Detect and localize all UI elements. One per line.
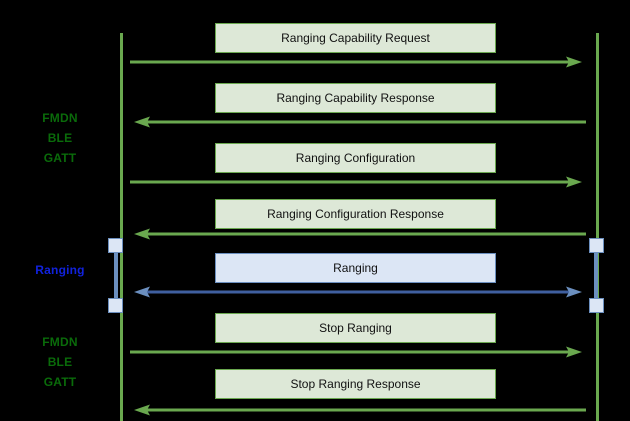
message-box-stop-ranging: Stop Ranging (215, 313, 496, 343)
message-box-ranging-configuration: Ranging Configuration (215, 143, 496, 173)
message-arrow-bidirectional-ranging (134, 286, 582, 298)
message-arrow-right-1 (130, 56, 582, 68)
activation-node-left-end (108, 298, 123, 313)
message-arrow-left-2 (134, 116, 586, 128)
message-arrow-left-7 (134, 404, 586, 416)
left-lifeline (120, 33, 123, 421)
message-box-ranging-capability-request: Ranging Capability Request (215, 23, 496, 53)
message-box-stop-ranging-response: Stop Ranging Response (215, 369, 496, 399)
message-box-ranging: Ranging (215, 253, 496, 283)
right-lifeline (596, 33, 599, 421)
phase-label-ranging: Ranging (35, 263, 85, 277)
message-arrow-left-4 (134, 228, 586, 240)
activation-node-right-start (589, 238, 604, 253)
message-box-ranging-capability-response: Ranging Capability Response (215, 83, 496, 113)
phase-label-fmdn-ble-gatt-bottom: FMDN BLE GATT (42, 335, 78, 389)
activation-node-left-start (108, 238, 123, 253)
activation-node-right-end (589, 298, 604, 313)
phase-label-fmdn-ble-gatt-top: FMDN BLE GATT (42, 111, 78, 165)
message-arrow-right-6 (130, 346, 582, 358)
activation-bar-right (594, 245, 598, 305)
activation-bar-left (114, 245, 118, 305)
message-arrow-right-3 (130, 176, 582, 188)
message-box-ranging-configuration-response: Ranging Configuration Response (215, 199, 496, 229)
